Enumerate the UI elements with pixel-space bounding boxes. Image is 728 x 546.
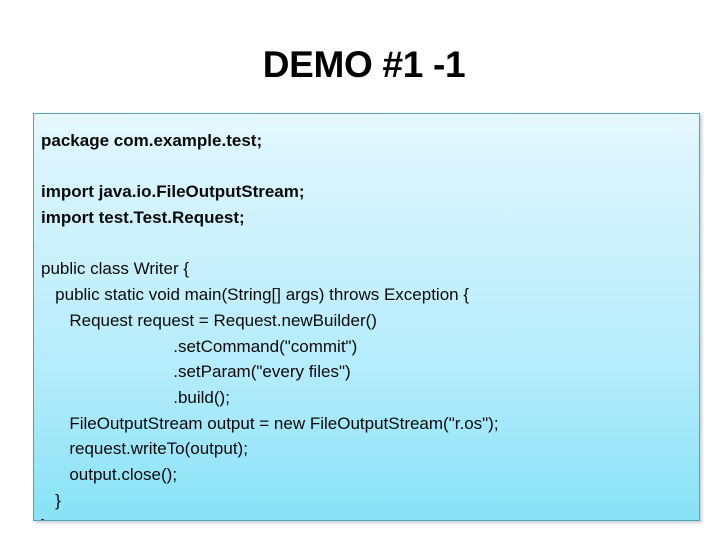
code-line: .setCommand("commit") xyxy=(41,336,358,356)
code-line: import test.Test.Request; xyxy=(41,208,245,228)
code-line: .setParam("every files") xyxy=(41,362,351,382)
code-line: .build(); xyxy=(41,387,230,407)
code-line: } xyxy=(41,513,695,520)
code-line: FileOutputStream output = new FileOutput… xyxy=(41,413,499,433)
code-line: request.writeTo(output); xyxy=(41,439,248,459)
code-line xyxy=(41,154,695,180)
code-line: } xyxy=(41,490,61,510)
page-title: DEMO #1 -1 xyxy=(262,44,466,85)
code-line: import java.io.FileOutputStream; xyxy=(41,182,305,202)
code-line: output.close(); xyxy=(41,464,178,484)
code-line: package com.example.test; xyxy=(41,131,263,150)
code-line: Request request = Request.newBuilder() xyxy=(41,310,377,330)
code-line: public static void main(String[] args) t… xyxy=(41,285,470,305)
code-block: package com.example.test; import java.io… xyxy=(41,128,695,520)
code-line: public class Writer { xyxy=(41,259,190,279)
code-panel: package com.example.test; import java.io… xyxy=(33,113,700,521)
code-line xyxy=(41,231,695,257)
